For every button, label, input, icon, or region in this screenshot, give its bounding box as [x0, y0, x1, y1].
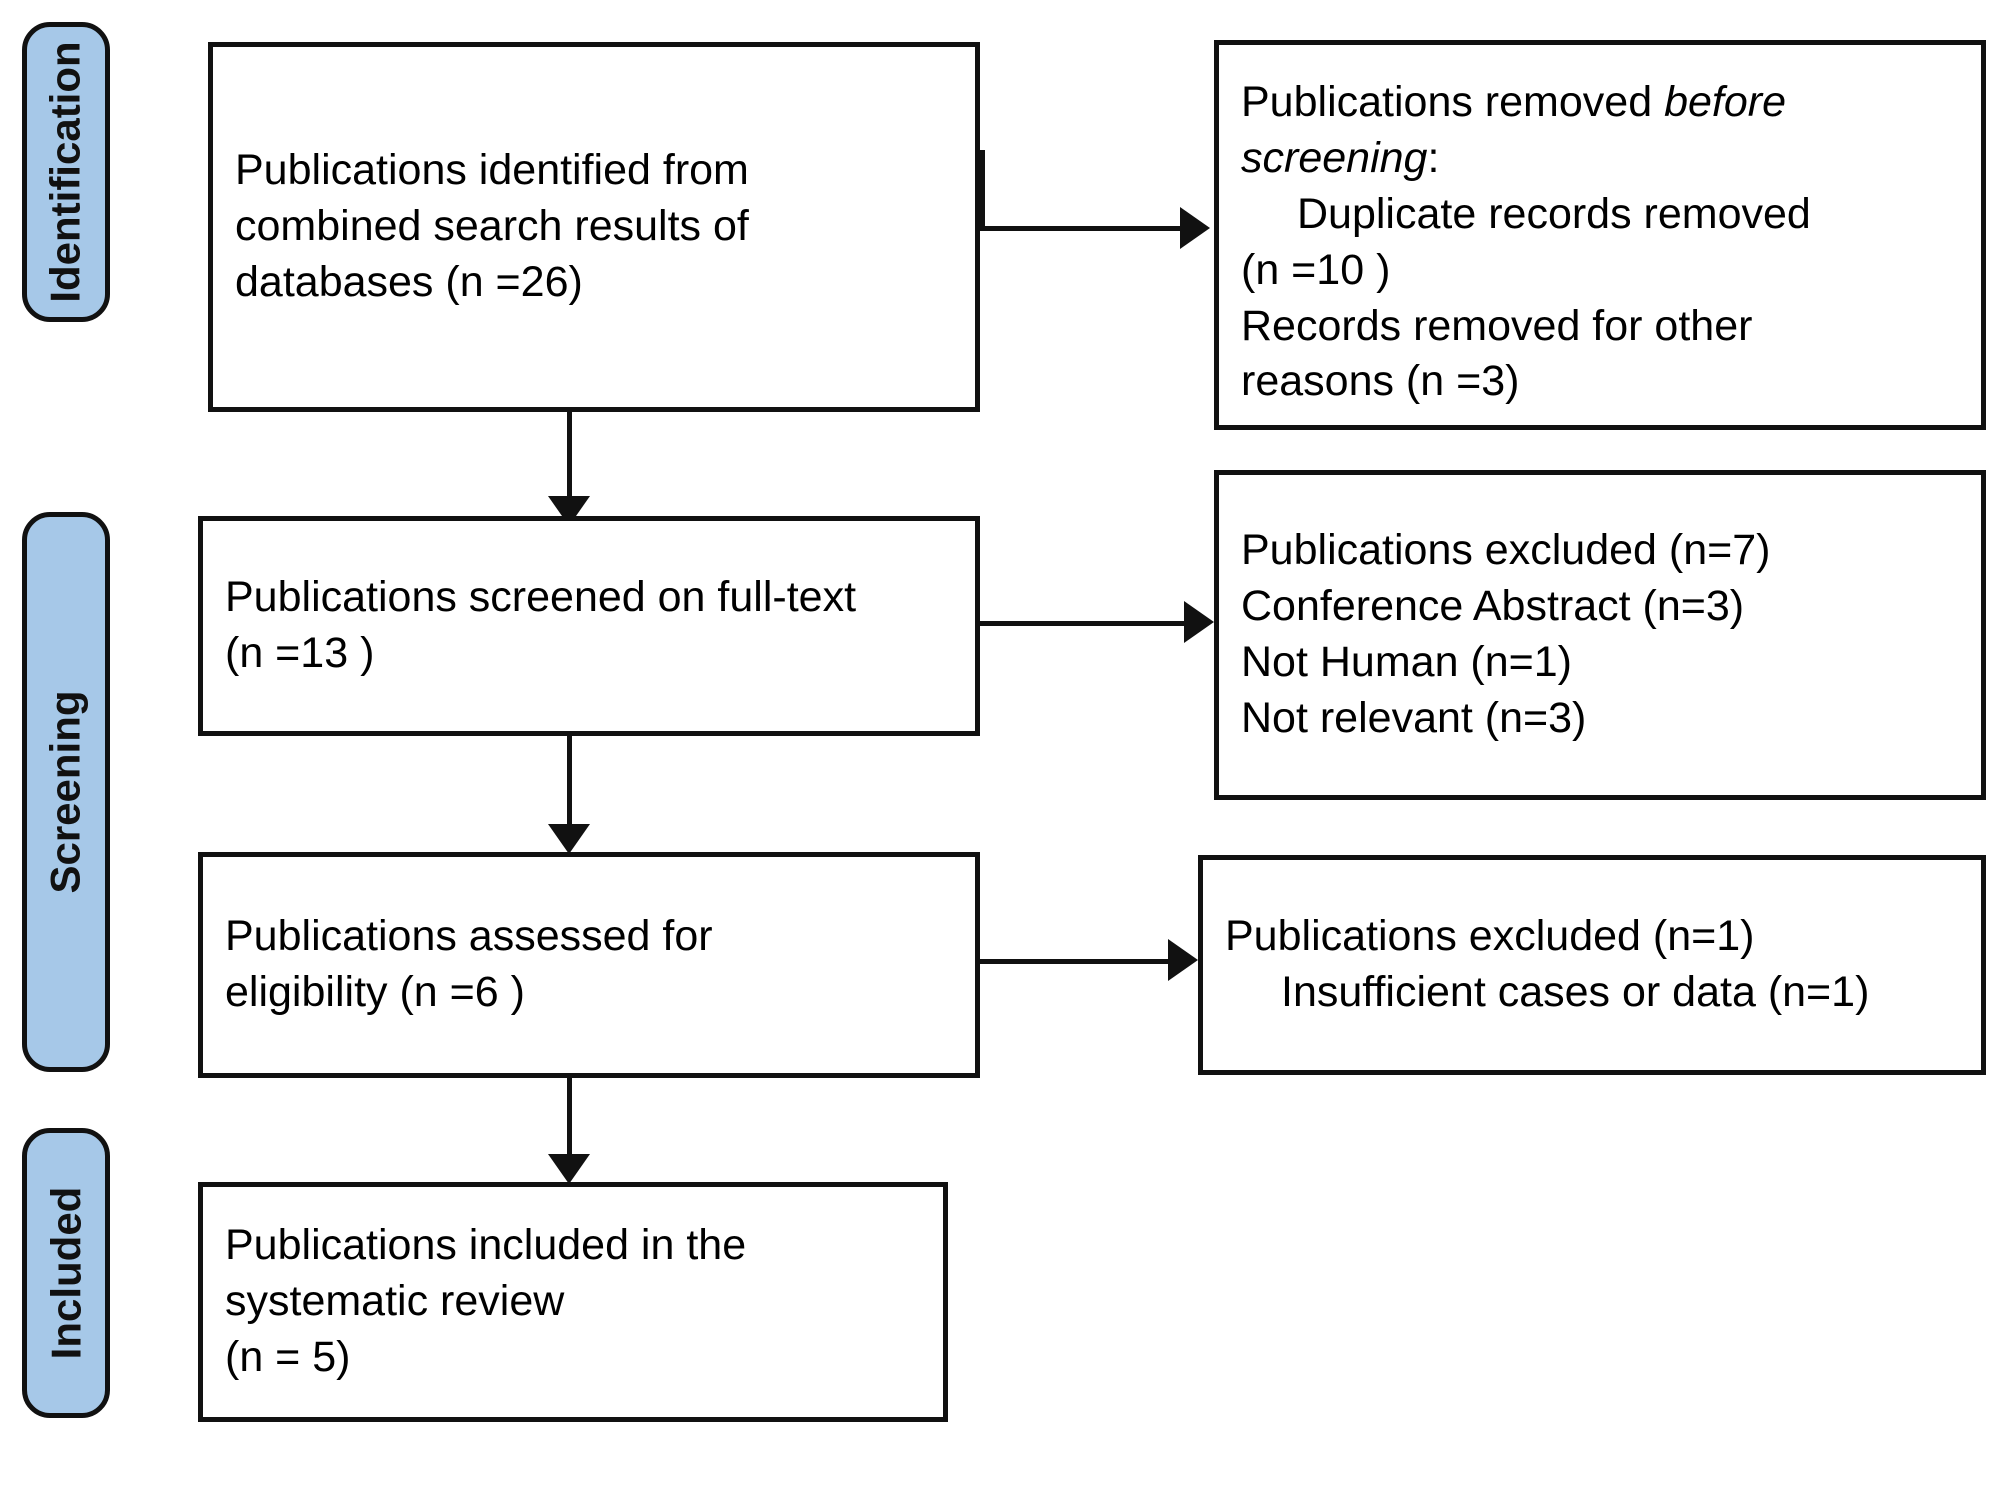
text-run: :: [1427, 133, 1440, 182]
box-assessed-eligibility: Publications assessed for eligibility (n…: [198, 852, 980, 1078]
arrow-identified-to-removed: [980, 150, 1220, 260]
text-line: (n =10 ): [1241, 245, 1391, 294]
box-excluded-eligibility: Publications excluded (n=1) Insufficient…: [1198, 855, 1986, 1075]
text-line: databases (n =26): [235, 257, 583, 306]
stage-label-included-text: Included: [42, 1186, 89, 1360]
box-excluded-screening: Publications excluded (n=7) Conference A…: [1214, 470, 1986, 800]
text-line: Publications identified from: [235, 146, 749, 195]
text-line: Not Human (n=1): [1241, 638, 1573, 686]
text-line: Duplicate records removed: [1297, 189, 1811, 238]
text-line: (n =13 ): [225, 629, 375, 677]
text-line: Insufficient cases or data (n=1): [1281, 968, 1870, 1016]
stage-label-included: Included: [22, 1128, 110, 1418]
connector-line: [980, 150, 985, 228]
text-line: (n = 5): [225, 1332, 351, 1381]
arrow-head: [1180, 207, 1210, 249]
arrow-assessed-to-included: [546, 1078, 596, 1188]
arrow-head: [548, 1154, 590, 1184]
box-excluded-screening-text: Publications excluded (n=7) Conference A…: [1219, 523, 1981, 747]
text-line: systematic review: [225, 1277, 565, 1326]
connector-line: [567, 1078, 572, 1162]
text-line-removed-heading-1: Publications removed before: [1241, 75, 1959, 131]
box-excluded-eligibility-text: Publications excluded (n=1) Insufficient…: [1203, 909, 1981, 1021]
text-run: Publications removed: [1241, 78, 1665, 126]
box-publications-identified: Publications identified from combined se…: [208, 42, 980, 412]
box-removed-before-screening-text: Publications removed before screening: D…: [1219, 75, 1981, 410]
stage-label-screening-text: Screening: [42, 690, 90, 894]
box-publications-screened-text: Publications screened on full-text (n =1…: [203, 570, 975, 682]
connector-line: [980, 959, 1172, 964]
arrow-head: [1184, 601, 1214, 643]
box-included-review-text: Publications included in the systematic …: [203, 1218, 943, 1386]
arrow-identified-to-screened: [546, 412, 596, 530]
text-line: eligibility (n =6 ): [225, 968, 525, 1016]
text-line: reasons (n =3): [1241, 357, 1520, 406]
stage-label-screening: Screening: [22, 512, 110, 1072]
text-line: Publications excluded (n=1): [1225, 912, 1755, 961]
stage-label-identification: Identification: [22, 22, 110, 322]
connector-line: [980, 621, 1188, 626]
arrow-head: [548, 824, 590, 854]
box-removed-before-screening: Publications removed before screening: D…: [1214, 40, 1986, 430]
text-line: Records removed for other: [1241, 301, 1753, 350]
arrow-head: [1168, 939, 1198, 981]
connector-line: [567, 412, 572, 504]
connector-line: [567, 736, 572, 832]
box-publications-identified-text: Publications identified from combined se…: [213, 143, 975, 311]
text-line: combined search results of: [235, 202, 749, 251]
arrow-screened-to-assessed: [546, 736, 596, 860]
text-run-italic: screening: [1241, 133, 1428, 182]
arrow-assessed-to-excluded: [980, 938, 1210, 988]
arrow-screened-to-excluded: [980, 600, 1240, 650]
connector-line: [980, 226, 1184, 231]
box-assessed-eligibility-text: Publications assessed for eligibility (n…: [203, 909, 975, 1021]
stage-label-identification-text: Identification: [42, 41, 89, 303]
text-line: Conference Abstract (n=3): [1241, 582, 1745, 631]
text-line: Publications screened on full-text: [225, 573, 857, 622]
text-line: Publications included in the: [225, 1221, 747, 1270]
text-line: Not relevant (n=3): [1241, 693, 1587, 742]
text-line: Publications assessed for: [225, 912, 713, 961]
text-line: Publications excluded (n=7): [1241, 526, 1771, 575]
text-run-italic: before: [1664, 78, 1786, 126]
text-line-removed-heading-2: screening:: [1241, 131, 1959, 187]
box-publications-screened: Publications screened on full-text (n =1…: [198, 516, 980, 736]
box-included-review: Publications included in the systematic …: [198, 1182, 948, 1422]
